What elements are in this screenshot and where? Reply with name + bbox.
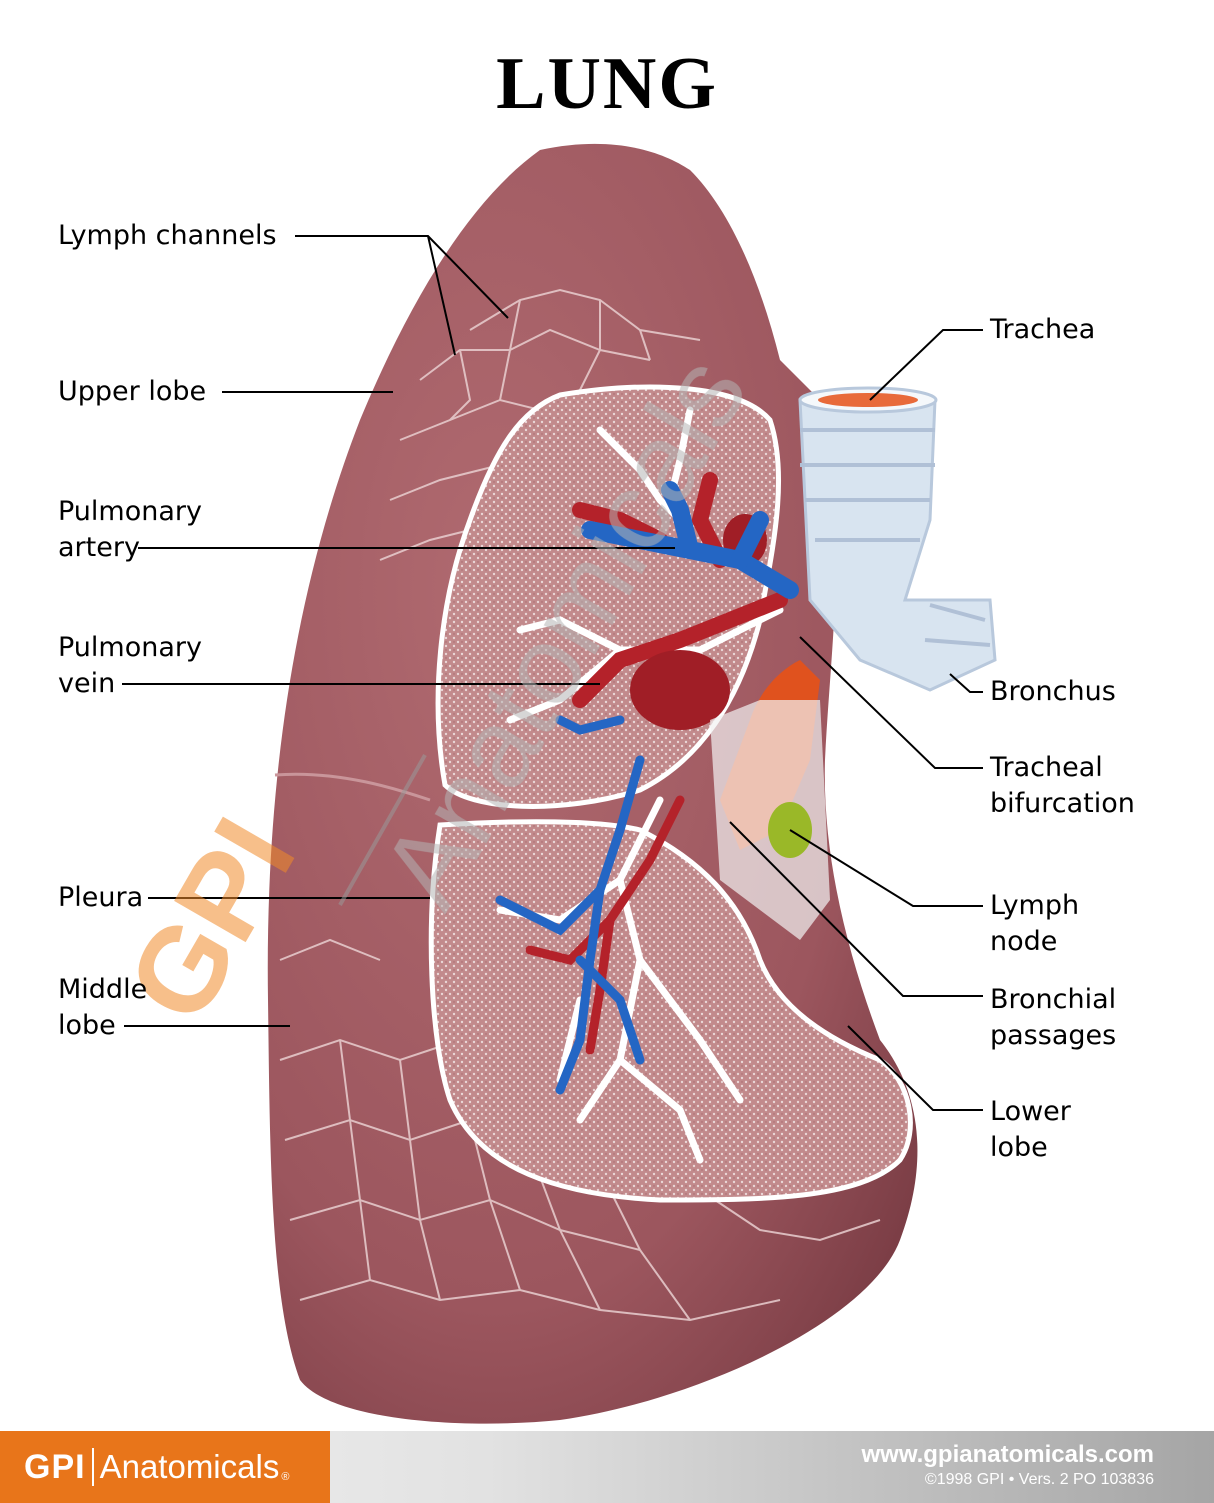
fissure-line: [274, 772, 431, 802]
footer-bar: GPI Anatomicals ® www.gpianatomicals.com…: [0, 1431, 1214, 1503]
pulmonary-artery-branches: [581, 481, 799, 599]
brand-gpi: GPI: [24, 1447, 86, 1486]
leader-lower-lobe: [847, 1025, 983, 1111]
pulmonary-vein-trunk: [630, 650, 730, 730]
leader-lymph-channels: [295, 235, 509, 356]
leader-lines: [122, 235, 983, 1111]
pulmonary-vein-lower: [525, 795, 685, 1055]
brand-name: Anatomicals: [99, 1448, 280, 1485]
registered-mark: ®: [281, 1471, 290, 1483]
pulmonary-artery-lower: [495, 715, 645, 1095]
leader-tracheal-bifurcation: [799, 636, 983, 769]
watermark-bar: [338, 754, 427, 906]
label-pleura: Pleura: [58, 882, 144, 913]
label-trachea: Trachea: [990, 314, 1096, 345]
trachea-tube: [798, 386, 997, 692]
brand-divider: [91, 1448, 94, 1486]
label-bronchus: Bronchus: [990, 676, 1116, 707]
leader-bronchus: [949, 673, 983, 693]
label-lymph-channels: Lymph channels: [58, 220, 277, 251]
brand-logo: GPI Anatomicals ®: [0, 1431, 330, 1503]
copyright-text: ©1998 GPI • Vers. 2 PO 103836: [924, 1471, 1154, 1488]
leader-trachea: [869, 329, 983, 401]
label-upper-lobe: Upper lobe: [58, 376, 207, 407]
page-title: LUNG: [496, 43, 718, 125]
website-url: www.gpianatomicals.com: [861, 1441, 1154, 1468]
leader-lymph-node: [789, 829, 983, 907]
leader-bronchial-passages: [729, 821, 983, 997]
